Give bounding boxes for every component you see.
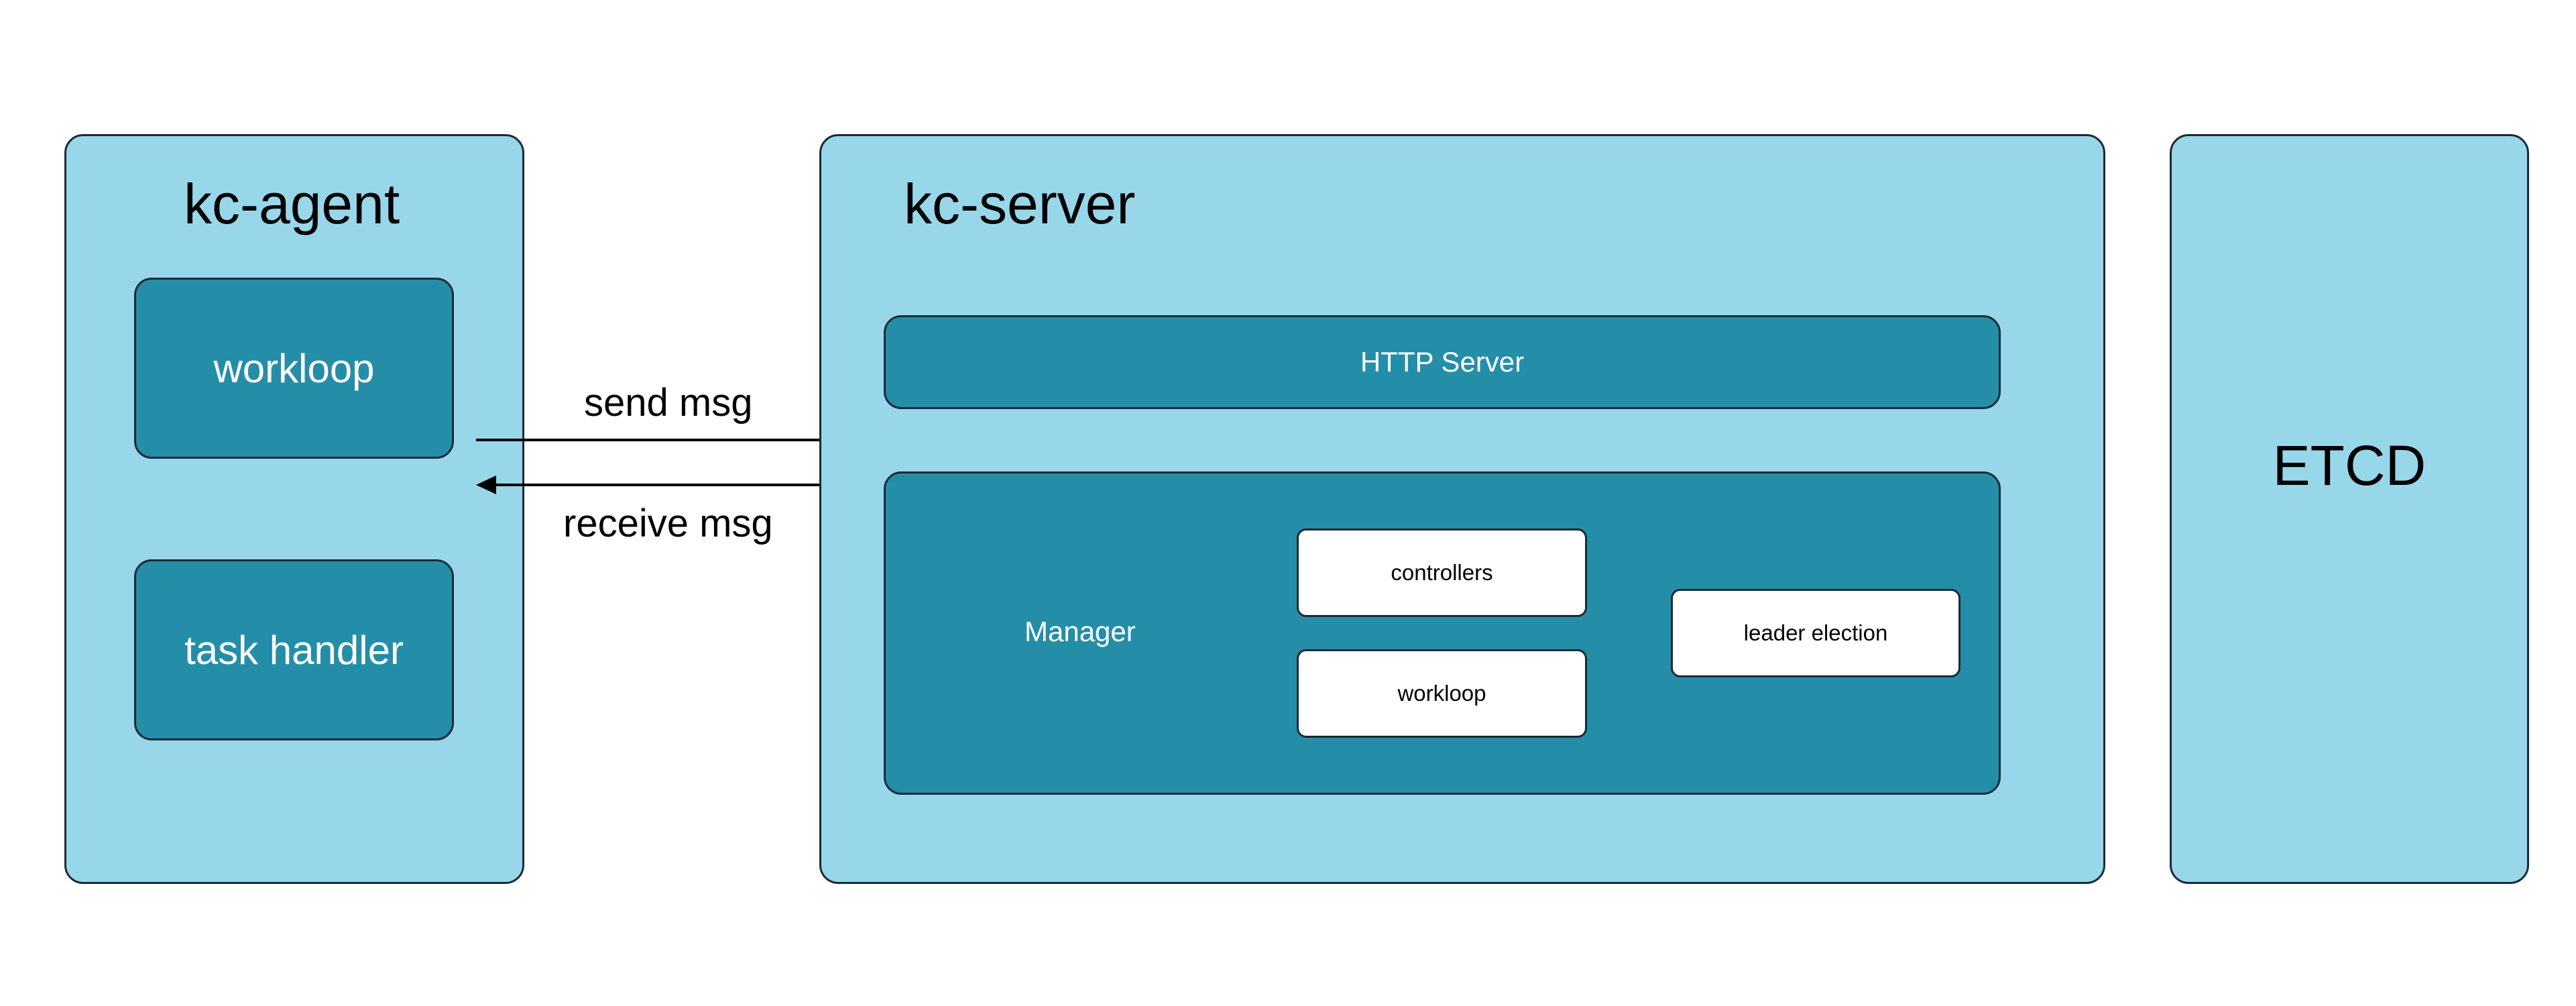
leader-election-box: leader election — [1671, 589, 1960, 677]
controllers-label: controllers — [1391, 560, 1493, 585]
http-server-box: HTTP Server — [884, 315, 2001, 409]
leader-election-label: leader election — [1743, 620, 1888, 645]
receive-arrowhead — [476, 476, 496, 494]
http-server-label: HTTP Server — [1360, 346, 1525, 378]
agent-workloop-box: workloop — [134, 278, 454, 459]
task-handler-box: task handler — [134, 559, 454, 740]
receive-msg-label: receive msg — [563, 502, 773, 545]
kc-server-title: kc-server — [904, 172, 1136, 235]
agent-workloop-label: workloop — [213, 345, 375, 391]
kc-agent-title: kc-agent — [184, 172, 400, 235]
manager-label: Manager — [1024, 616, 1136, 647]
manager-workloop-box: workloop — [1297, 649, 1587, 738]
etcd-panel: ETCD — [2170, 134, 2529, 884]
task-handler-label: task handler — [184, 627, 404, 673]
manager-workloop-label: workloop — [1397, 681, 1486, 706]
send-msg-label: send msg — [584, 381, 753, 425]
etcd-label: ETCD — [2272, 433, 2426, 497]
kc-agent-panel — [64, 134, 524, 884]
controllers-box: controllers — [1297, 528, 1587, 617]
